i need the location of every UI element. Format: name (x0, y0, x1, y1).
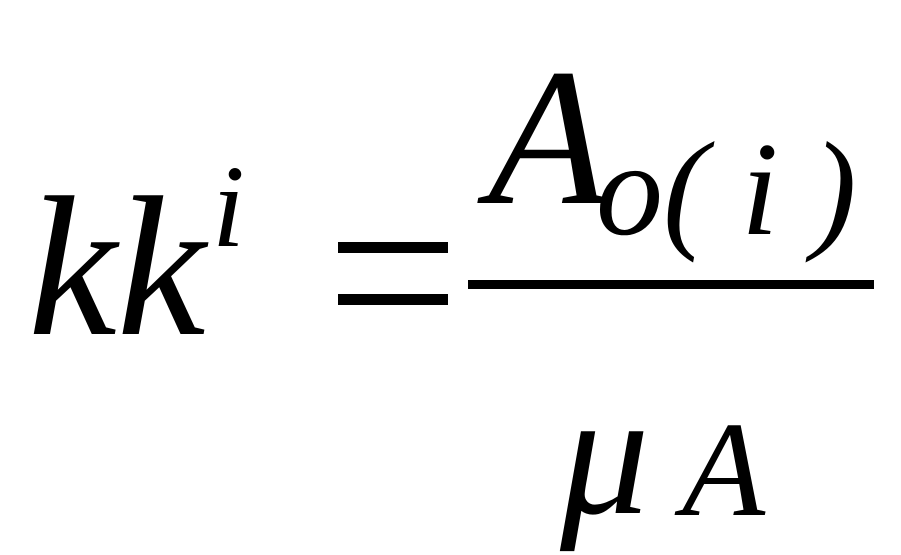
numerator-subscript: o( i ) (596, 115, 857, 263)
equals-top-bar (338, 242, 448, 253)
equals-bottom-bar (338, 294, 448, 305)
equals-sign (338, 238, 448, 308)
denominator-base-variable: μ (560, 354, 650, 552)
fraction-bar (468, 280, 874, 289)
lhs-superscript: i (212, 141, 245, 272)
denominator-subscript: A (682, 395, 766, 545)
lhs-base-variable: kk (28, 157, 206, 378)
numerator-base-variable: A (488, 29, 608, 246)
